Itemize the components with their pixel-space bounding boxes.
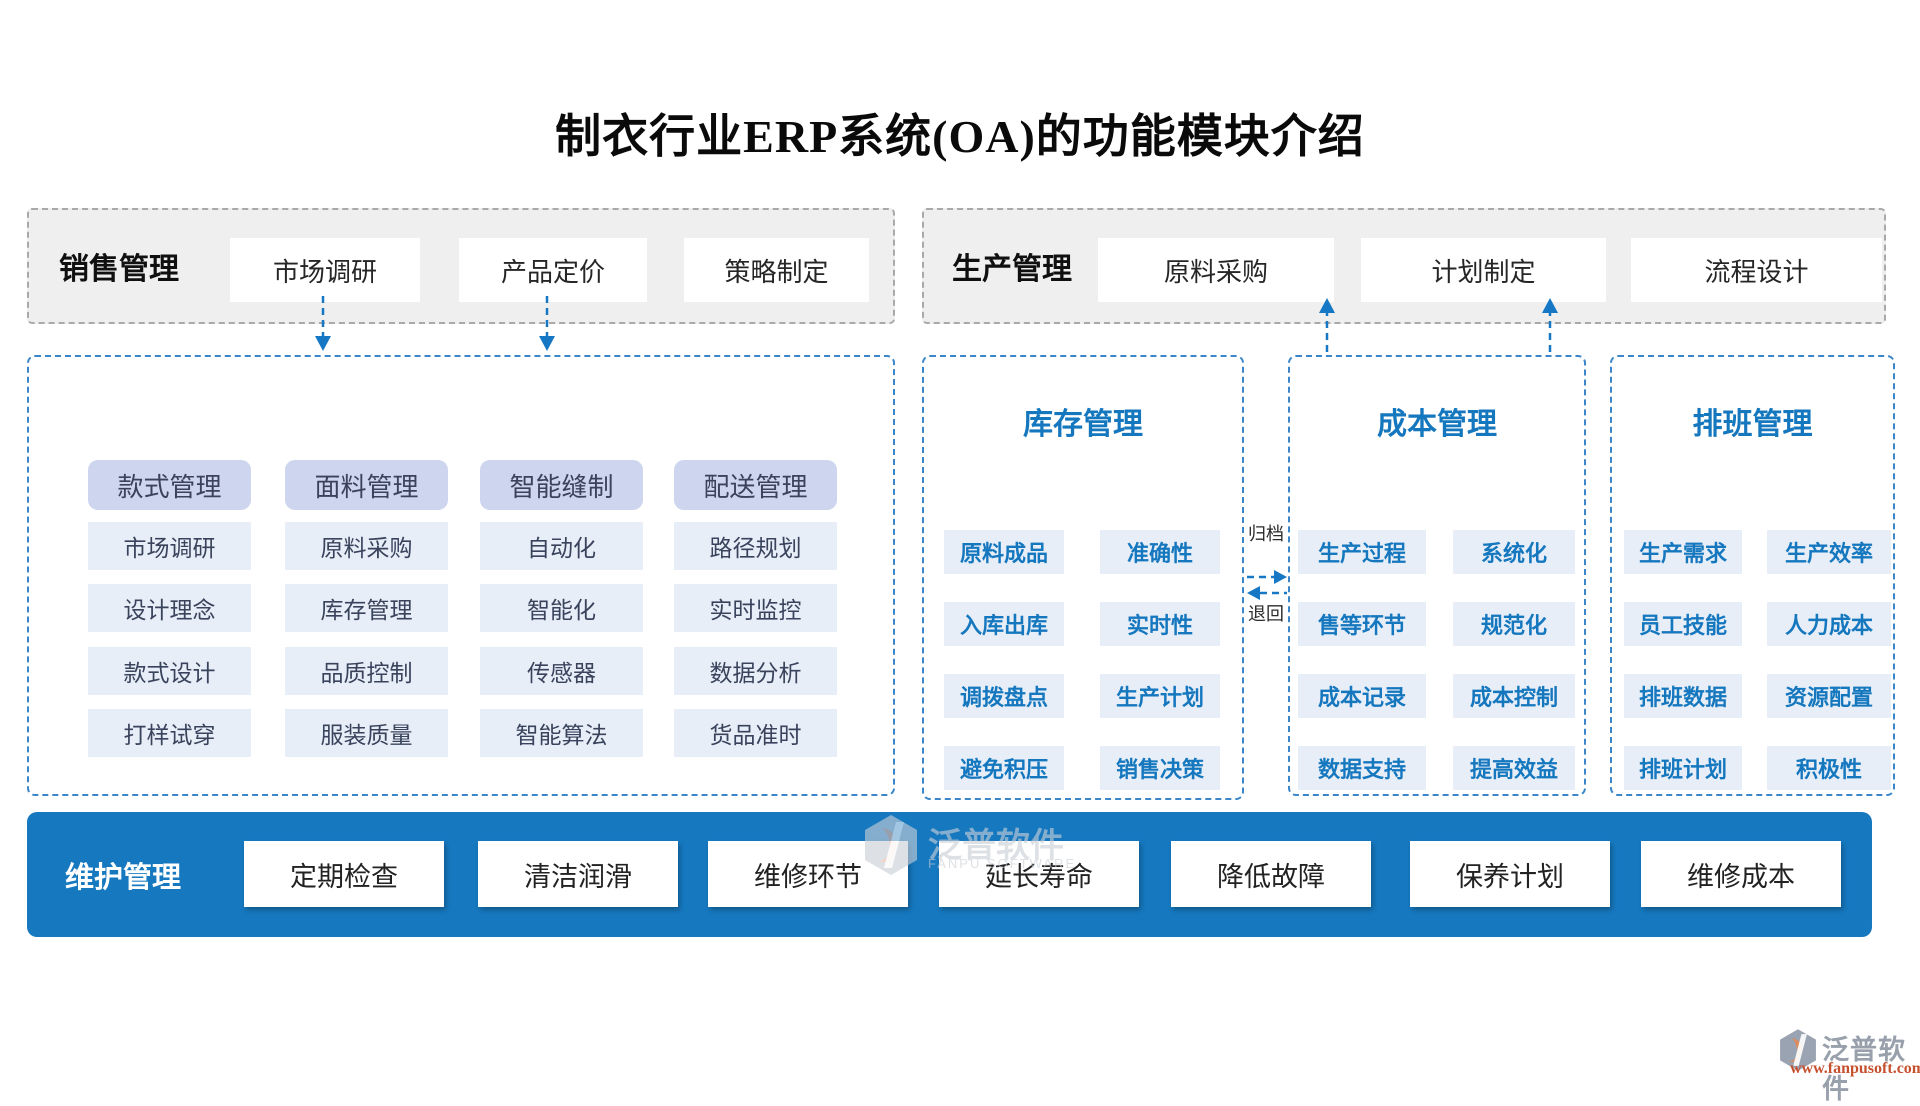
page-title: 制衣行业ERP系统(OA)的功能模块介绍: [555, 111, 1365, 162]
column-header-style-mgmt: 款式管理: [88, 460, 251, 510]
chip: 打样试穿: [88, 709, 251, 757]
chip: 市场调研: [88, 522, 251, 570]
maintenance-btn-failure: 降低故障: [1171, 841, 1371, 907]
production-btn-process-design: 流程设计: [1631, 238, 1882, 302]
watermark-corner-url: www.fanpusoft.com: [1790, 1060, 1920, 1077]
chip: 售等环节: [1298, 602, 1426, 646]
watermark-brand-en: FANPU SOFTWARE: [928, 856, 1077, 871]
chip: 调拨盘点: [944, 674, 1064, 718]
chip: 实时性: [1100, 602, 1220, 646]
fanpu-logo-icon: [1780, 1029, 1816, 1071]
chip: 规范化: [1453, 602, 1575, 646]
sales-btn-product-pricing: 产品定价: [459, 238, 647, 302]
archive-label: 归档: [1246, 520, 1286, 546]
arrowhead-down-icon: [315, 336, 331, 351]
production-btn-plan: 计划制定: [1361, 238, 1606, 302]
maintenance-bar: 维护管理 定期检查 清洁润滑 维修环节 延长寿命 降低故障 保养计划 维修成本: [27, 812, 1872, 937]
scheduling-title: 排班管理: [1692, 408, 1813, 441]
chip: 传感器: [480, 647, 643, 695]
chip: 排班计划: [1624, 746, 1742, 790]
watermark-corner: 泛普软件 www.fanpusoft.com: [1778, 1022, 1920, 1104]
column-header-smart-sewing: 智能缝制: [480, 460, 643, 510]
chip: 提高效益: [1453, 746, 1575, 790]
maintenance-btn-upkeep-plan: 保养计划: [1410, 841, 1610, 907]
maintenance-btn-repair-cost: 维修成本: [1641, 841, 1841, 907]
chip: 智能算法: [480, 709, 643, 757]
chip: 智能化: [480, 584, 643, 632]
chip: 款式设计: [88, 647, 251, 695]
sales-btn-strategy: 策略制定: [684, 238, 869, 302]
erp-module-diagram: { "title": "制衣行业ERP系统(OA)的功能模块介绍", "top_…: [27, 111, 1920, 1104]
chip: 路径规划: [674, 522, 837, 570]
column-header-delivery-mgmt: 配送管理: [674, 460, 837, 510]
chip: 生产需求: [1624, 530, 1742, 574]
chip: 数据支持: [1298, 746, 1426, 790]
chip: 服装质量: [285, 709, 448, 757]
chip: 成本记录: [1298, 674, 1426, 718]
arrowhead-left-icon: [1247, 586, 1260, 600]
maintenance-label: 维护管理: [65, 861, 182, 894]
chip: 原料成品: [944, 530, 1064, 574]
chip: 生产计划: [1100, 674, 1220, 718]
chip: 原料采购: [285, 522, 448, 570]
chip: 人力成本: [1767, 602, 1891, 646]
chip: 生产过程: [1298, 530, 1426, 574]
chip: 生产效率: [1767, 530, 1891, 574]
production-group-box: 生产管理 原料采购 计划制定 流程设计: [922, 208, 1886, 324]
sales-btn-market-research: 市场调研: [230, 238, 420, 302]
chip: 成本控制: [1453, 674, 1575, 718]
cost-box: 成本管理 生产过程 售等环节 成本记录 数据支持 系统化 规范化 成本控制 提高…: [1288, 355, 1586, 796]
chip: 品质控制: [285, 647, 448, 695]
chip: 实时监控: [674, 584, 837, 632]
arrowhead-down-icon: [539, 336, 555, 351]
chip: 销售决策: [1100, 746, 1220, 790]
sales-group-label: 销售管理: [59, 253, 179, 286]
column-header-fabric-mgmt: 面料管理: [285, 460, 448, 510]
maintenance-btn-cleaning: 清洁润滑: [478, 841, 678, 907]
chip: 避免积压: [944, 746, 1064, 790]
production-group-label: 生产管理: [952, 253, 1072, 286]
maintenance-btn-lifespan: 延长寿命: [939, 841, 1139, 907]
chip: 设计理念: [88, 584, 251, 632]
return-label: 退回: [1246, 600, 1286, 626]
chip: 积极性: [1767, 746, 1891, 790]
production-btn-material-purchase: 原料采购: [1098, 238, 1334, 302]
fanpu-logo-icon: [865, 815, 917, 875]
arrowhead-right-icon: [1274, 570, 1287, 584]
chip: 排班数据: [1624, 674, 1742, 718]
inventory-box: 库存管理 原料成品 入库出库 调拨盘点 避免积压 准确性 实时性 生产计划 销售…: [922, 355, 1244, 800]
chip: 入库出库: [944, 602, 1064, 646]
watermark-brand: 泛普软件: [928, 827, 1064, 865]
scheduling-box: 排班管理 生产需求 员工技能 排班数据 排班计划 生产效率 人力成本 资源配置 …: [1610, 355, 1895, 796]
design-modules-box: 款式管理 面料管理 智能缝制 配送管理 市场调研 设计理念 款式设计 打样试穿 …: [27, 355, 895, 796]
chip: 货品准时: [674, 709, 837, 757]
chip: 准确性: [1100, 530, 1220, 574]
chip: 员工技能: [1624, 602, 1742, 646]
cost-title: 成本管理: [1377, 408, 1497, 441]
sales-group-box: 销售管理 市场调研 产品定价 策略制定: [27, 208, 895, 324]
chip: 系统化: [1453, 530, 1575, 574]
maintenance-btn-inspection: 定期检查: [244, 841, 444, 907]
chip: 资源配置: [1767, 674, 1891, 718]
chip: 库存管理: [285, 584, 448, 632]
chip: 数据分析: [674, 647, 837, 695]
chip: 自动化: [480, 522, 643, 570]
inventory-title: 库存管理: [1023, 408, 1143, 441]
